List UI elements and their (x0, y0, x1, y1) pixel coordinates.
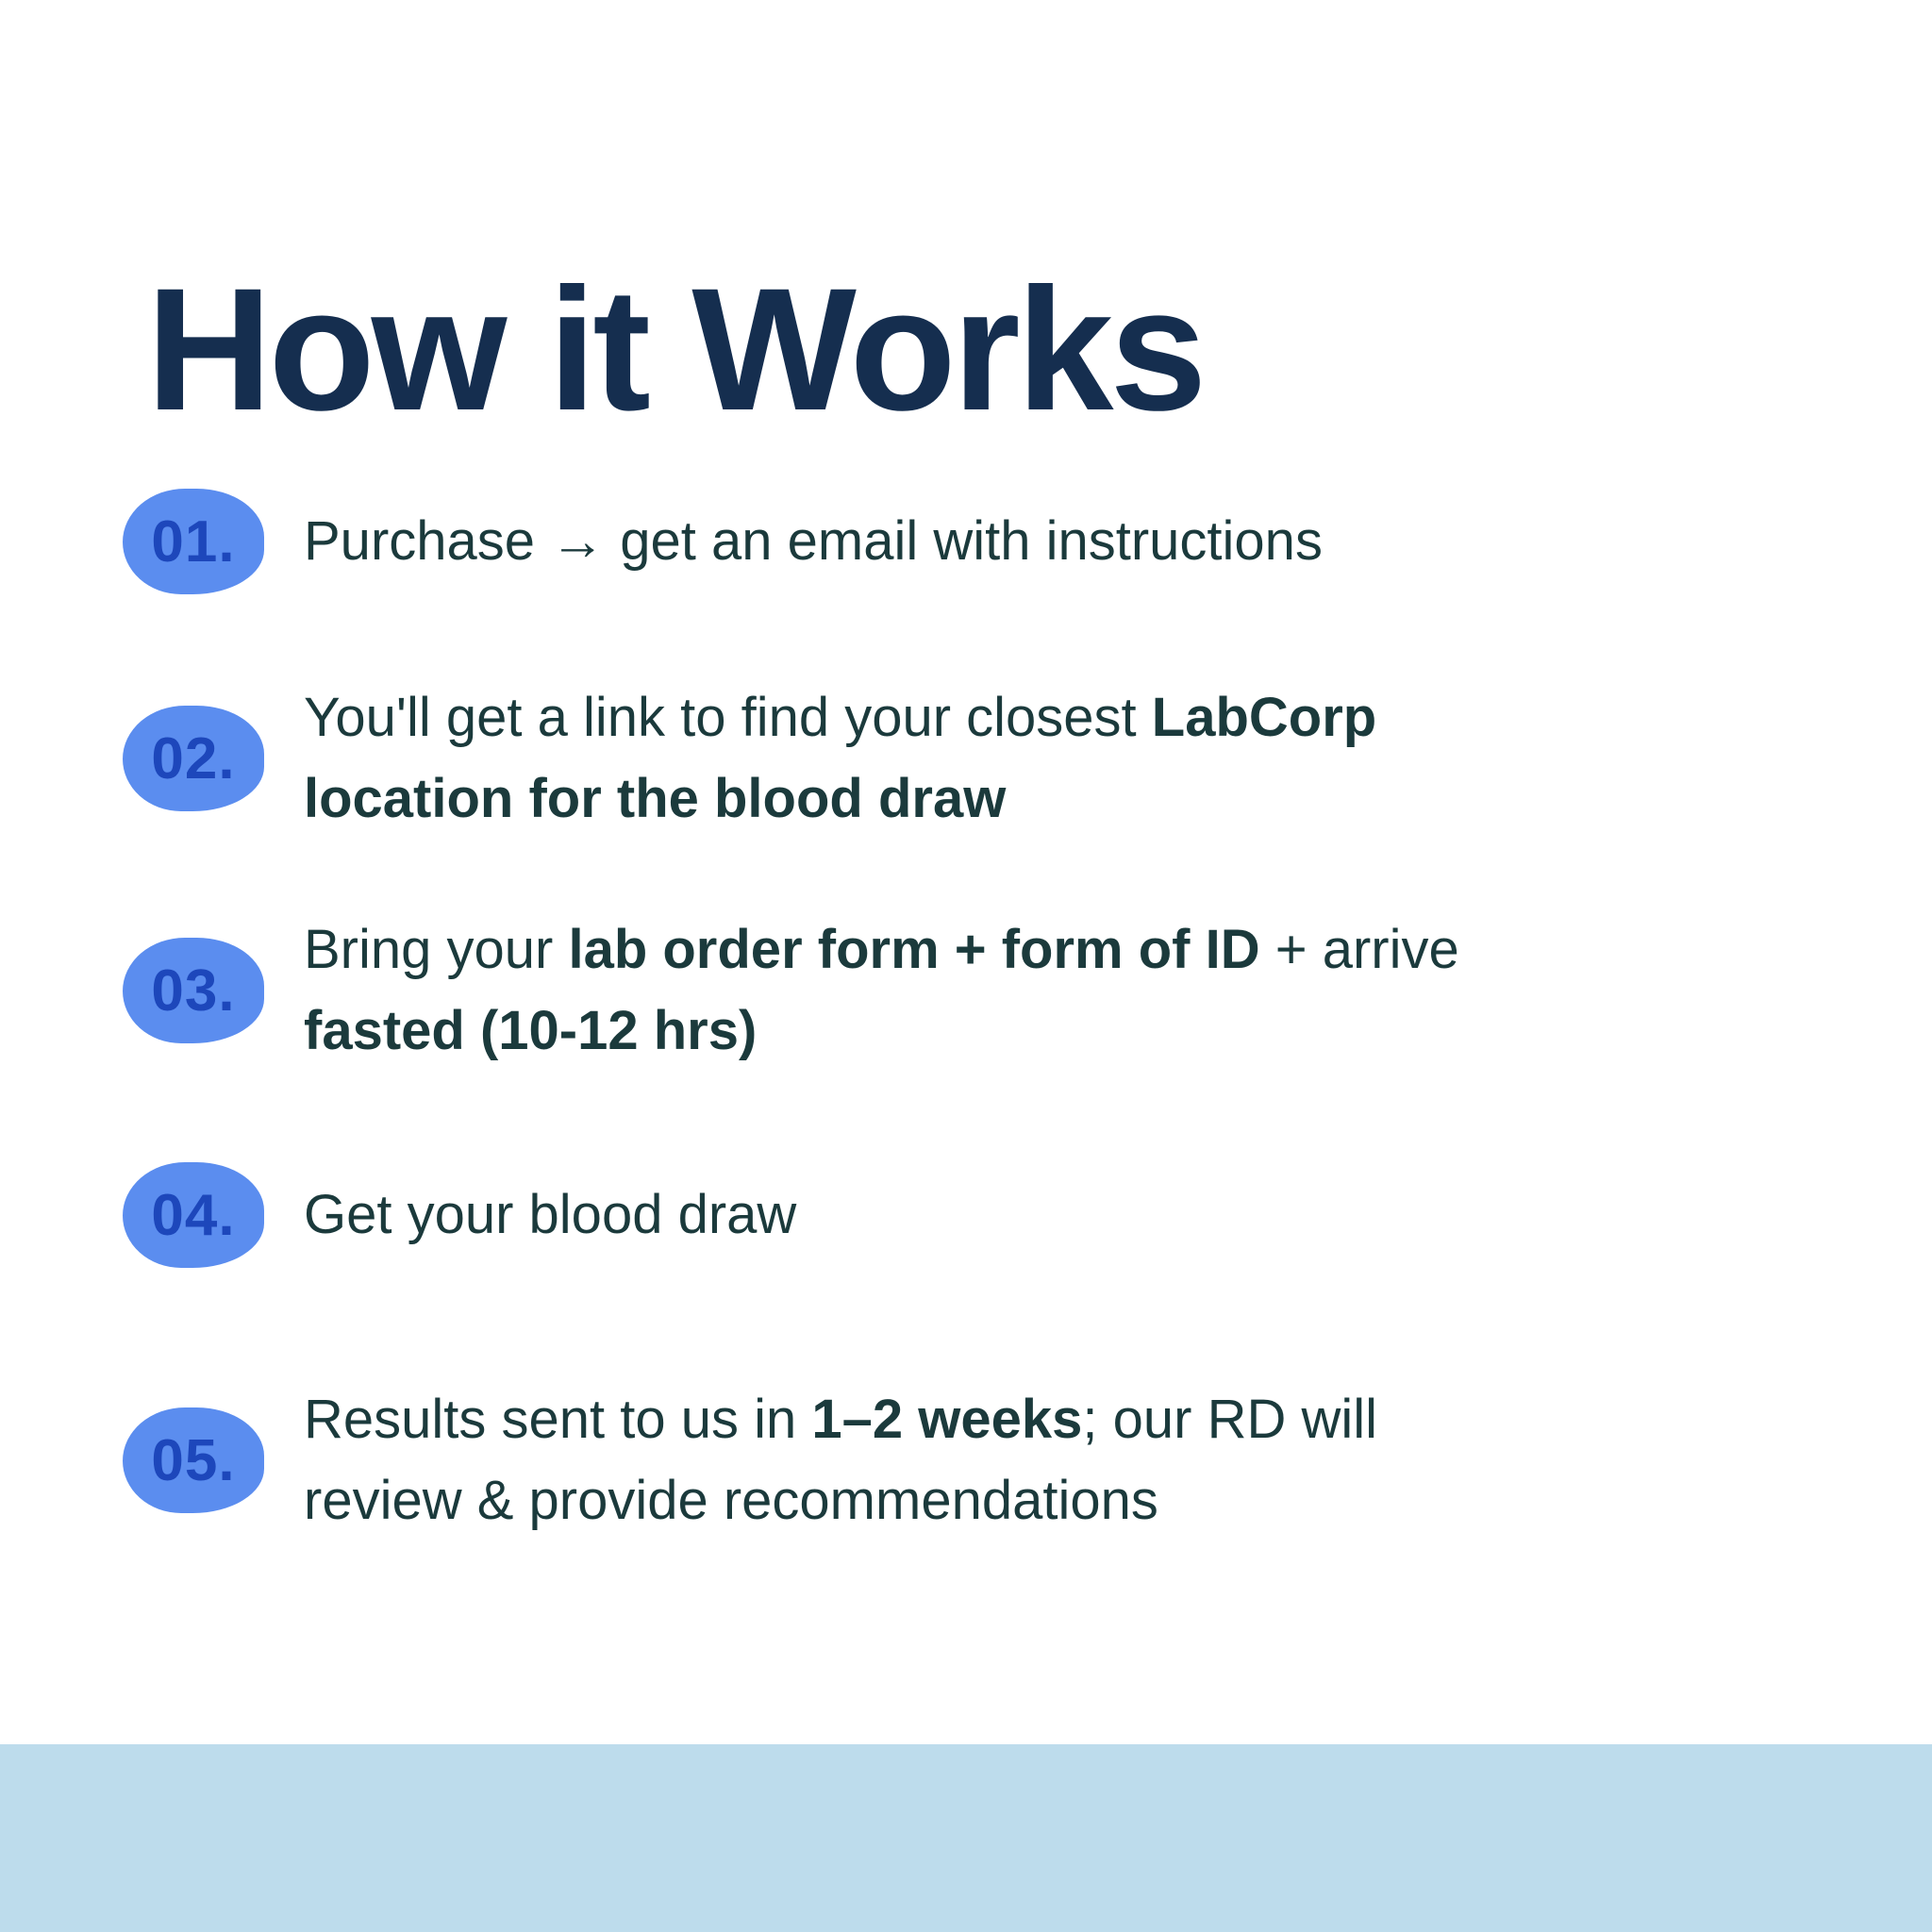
footer-band (0, 1744, 1932, 1932)
step-item-3: 03. Bring your lab order form + form of … (123, 909, 1459, 1072)
step-number: 01. (151, 508, 236, 575)
step-text-segment: Results sent to us in (304, 1389, 812, 1450)
step-text-segment: 1–2 weeks (811, 1389, 1083, 1450)
step-text-segment: ; our RD will (1082, 1389, 1378, 1450)
step-number-badge: 01. (123, 489, 264, 594)
step-item-2: 02. You'll get a link to find your close… (123, 677, 1376, 840)
step-number: 03. (151, 958, 236, 1024)
step-text-segment: Bring your (304, 919, 569, 980)
step-text-segment: fasted (10-12 hrs) (304, 1000, 758, 1061)
step-text: Get your blood draw (304, 1174, 796, 1256)
step-number-badge: 05. (123, 1407, 264, 1513)
step-text: Results sent to us in 1–2 weeks; our RD … (304, 1379, 1377, 1541)
step-number-badge: 02. (123, 706, 264, 811)
step-number-badge: 04. (123, 1162, 264, 1268)
step-item-4: 04. Get your blood draw (123, 1162, 796, 1268)
step-number: 05. (151, 1427, 236, 1493)
step-item-1: 01. Purchase → get an email with instruc… (123, 489, 1323, 594)
step-text-segment: Purchase → get an email with instruction… (304, 510, 1323, 572)
step-text-segment: You'll get a link to find your closest (304, 687, 1152, 748)
step-text: Purchase → get an email with instruction… (304, 501, 1323, 582)
step-text-segment: location for the blood draw (304, 768, 1007, 829)
step-text: Bring your lab order form + form of ID +… (304, 909, 1459, 1072)
step-item-5: 05. Results sent to us in 1–2 weeks; our… (123, 1379, 1377, 1541)
page-title: How it Works (146, 252, 1207, 447)
step-text-segment: LabCorp (1151, 687, 1377, 748)
step-text-segment: lab order form + form of ID (568, 919, 1260, 980)
step-number: 04. (151, 1182, 236, 1248)
step-text-segment: review & provide recommendations (304, 1470, 1158, 1531)
step-text-segment: + arrive (1259, 919, 1459, 980)
step-number: 02. (151, 725, 236, 791)
step-text: You'll get a link to find your closest L… (304, 677, 1376, 840)
step-number-badge: 03. (123, 938, 264, 1043)
step-text-segment: Get your blood draw (304, 1184, 797, 1245)
